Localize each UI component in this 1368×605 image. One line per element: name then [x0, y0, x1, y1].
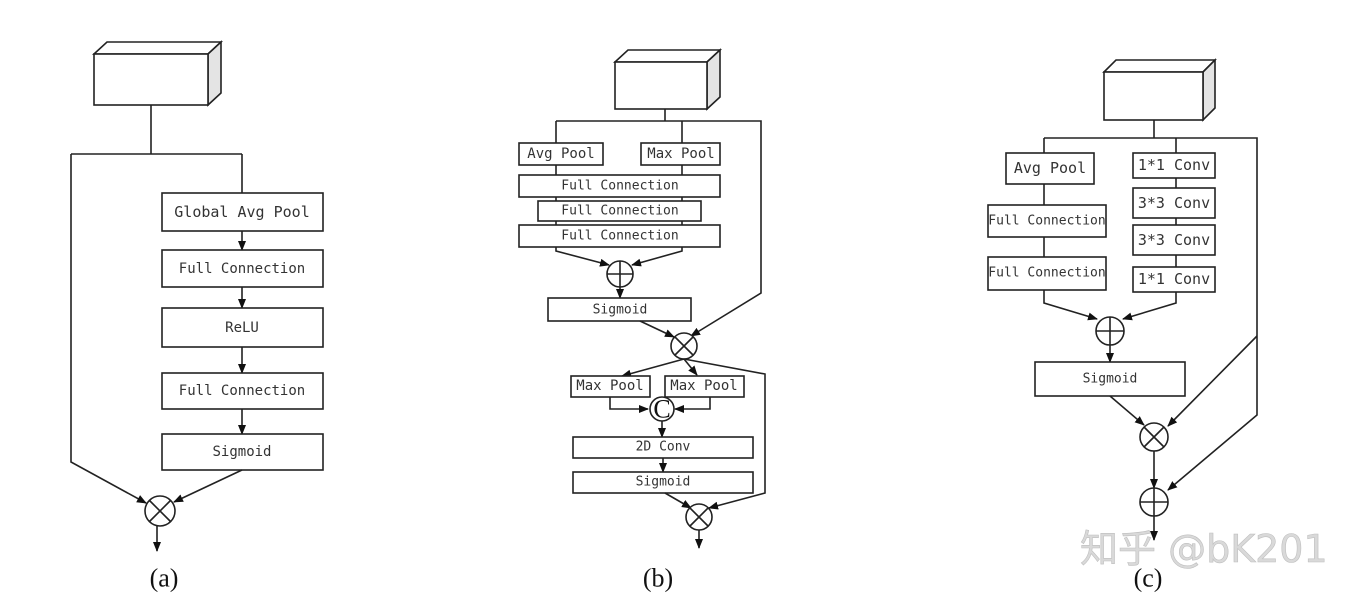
- skip-connection: [683, 358, 766, 510]
- concat-label: C: [653, 395, 670, 424]
- skip-connection: [1044, 137, 1258, 491]
- diagram-a: Global Avg Pool Full Connection ReLU Ful…: [70, 40, 324, 593]
- block-label: Max Pool: [576, 378, 643, 394]
- block-full-connection-2: Full Connection: [537, 200, 702, 222]
- block-label: Full Connection: [988, 214, 1105, 229]
- caption-a: (a): [150, 564, 179, 593]
- block-global-avg-pool: Global Avg Pool: [161, 192, 324, 232]
- block-full-connection-1: Full Connection: [518, 174, 721, 198]
- block-3x3-conv-1: 3*3 Conv: [1132, 187, 1216, 219]
- block-max-pool-spatial-2: Max Pool: [664, 375, 745, 398]
- block-label: Sigmoid: [1083, 372, 1138, 387]
- block-label: Max Pool: [647, 146, 714, 162]
- block-label: Full Connection: [179, 261, 305, 277]
- arrow: [674, 397, 711, 413]
- block-label: Full Connection: [179, 383, 305, 399]
- block-relu: ReLU: [161, 307, 324, 348]
- connector: [1043, 138, 1177, 153]
- block-label: Full Connection: [988, 266, 1105, 281]
- block-label: 1*1 Conv: [1138, 270, 1210, 288]
- block-3x3-conv-2: 3*3 Conv: [1132, 224, 1216, 256]
- add-icon: [1095, 316, 1125, 346]
- arrow: [173, 469, 243, 503]
- arrow: [631, 247, 683, 267]
- arrow: [1122, 292, 1177, 321]
- block-full-connection-1: Full Connection: [161, 249, 324, 288]
- caption-b: (b): [643, 564, 673, 593]
- block-1x1-conv-2: 1*1 Conv: [1132, 266, 1216, 293]
- block-label: 3*3 Conv: [1138, 231, 1210, 249]
- connector: [555, 165, 683, 175]
- block-max-pool: Max Pool: [640, 142, 721, 166]
- block-avg-pool: Avg Pool: [518, 142, 604, 166]
- skip-connection: [556, 120, 762, 337]
- block-label: Global Avg Pool: [174, 203, 309, 221]
- block-label: Avg Pool: [1014, 159, 1086, 177]
- add-icon: [1139, 487, 1169, 517]
- multiply-icon: [1139, 422, 1169, 452]
- multiply-icon: [670, 332, 698, 360]
- block-avg-pool: Avg Pool: [1005, 152, 1095, 185]
- arrow: [609, 397, 649, 413]
- block-full-connection-2: Full Connection: [161, 372, 324, 410]
- block-label: Sigmoid: [593, 303, 648, 318]
- input-feature-cube: [612, 48, 723, 111]
- arrow: [1043, 290, 1098, 321]
- multiply-icon: [144, 495, 176, 527]
- arrow: [683, 358, 698, 376]
- watermark: 知乎 @bK201: [1080, 527, 1328, 571]
- block-sigmoid: Sigmoid: [1034, 361, 1186, 397]
- arrow: [664, 492, 692, 509]
- block-full-connection-1: Full Connection: [987, 204, 1107, 238]
- block-sigmoid: Sigmoid: [161, 433, 324, 471]
- arrow: [555, 247, 610, 267]
- arrow: [639, 320, 675, 338]
- diagram-b: Avg Pool Max Pool Full Connection Full C…: [518, 48, 766, 593]
- block-label: Sigmoid: [212, 444, 271, 460]
- input-feature-cube: [1102, 58, 1217, 122]
- concat-icon: C: [649, 395, 675, 424]
- block-1x1-conv-1: 1*1 Conv: [1132, 152, 1216, 179]
- block-label: Avg Pool: [527, 146, 594, 162]
- block-2d-conv: 2D Conv: [572, 436, 754, 459]
- caption-c: (c): [1134, 564, 1163, 593]
- block-label: 2D Conv: [636, 440, 691, 455]
- block-full-connection-3: Full Connection: [518, 224, 721, 248]
- block-label: 3*3 Conv: [1138, 194, 1210, 212]
- block-label: Full Connection: [561, 179, 678, 194]
- block-sigmoid-spatial: Sigmoid: [572, 471, 754, 494]
- block-label: Full Connection: [561, 204, 678, 219]
- multiply-icon: [685, 503, 713, 531]
- block-label: Full Connection: [561, 229, 678, 244]
- block-label: Sigmoid: [636, 475, 691, 490]
- add-icon: [606, 260, 634, 288]
- block-sigmoid-channel: Sigmoid: [547, 297, 692, 322]
- block-max-pool-spatial-1: Max Pool: [570, 375, 651, 398]
- block-label: ReLU: [225, 320, 259, 336]
- arrow: [621, 358, 685, 378]
- block-label: Max Pool: [670, 378, 737, 394]
- attention-skip: [1167, 335, 1258, 427]
- arrow: [1109, 395, 1145, 426]
- block-label: 1*1 Conv: [1138, 156, 1210, 174]
- input-feature-cube: [91, 40, 224, 107]
- skip-connection: [70, 154, 147, 504]
- diagram-c: Avg Pool Full Connection Full Connection…: [987, 58, 1258, 593]
- block-full-connection-2: Full Connection: [987, 256, 1107, 291]
